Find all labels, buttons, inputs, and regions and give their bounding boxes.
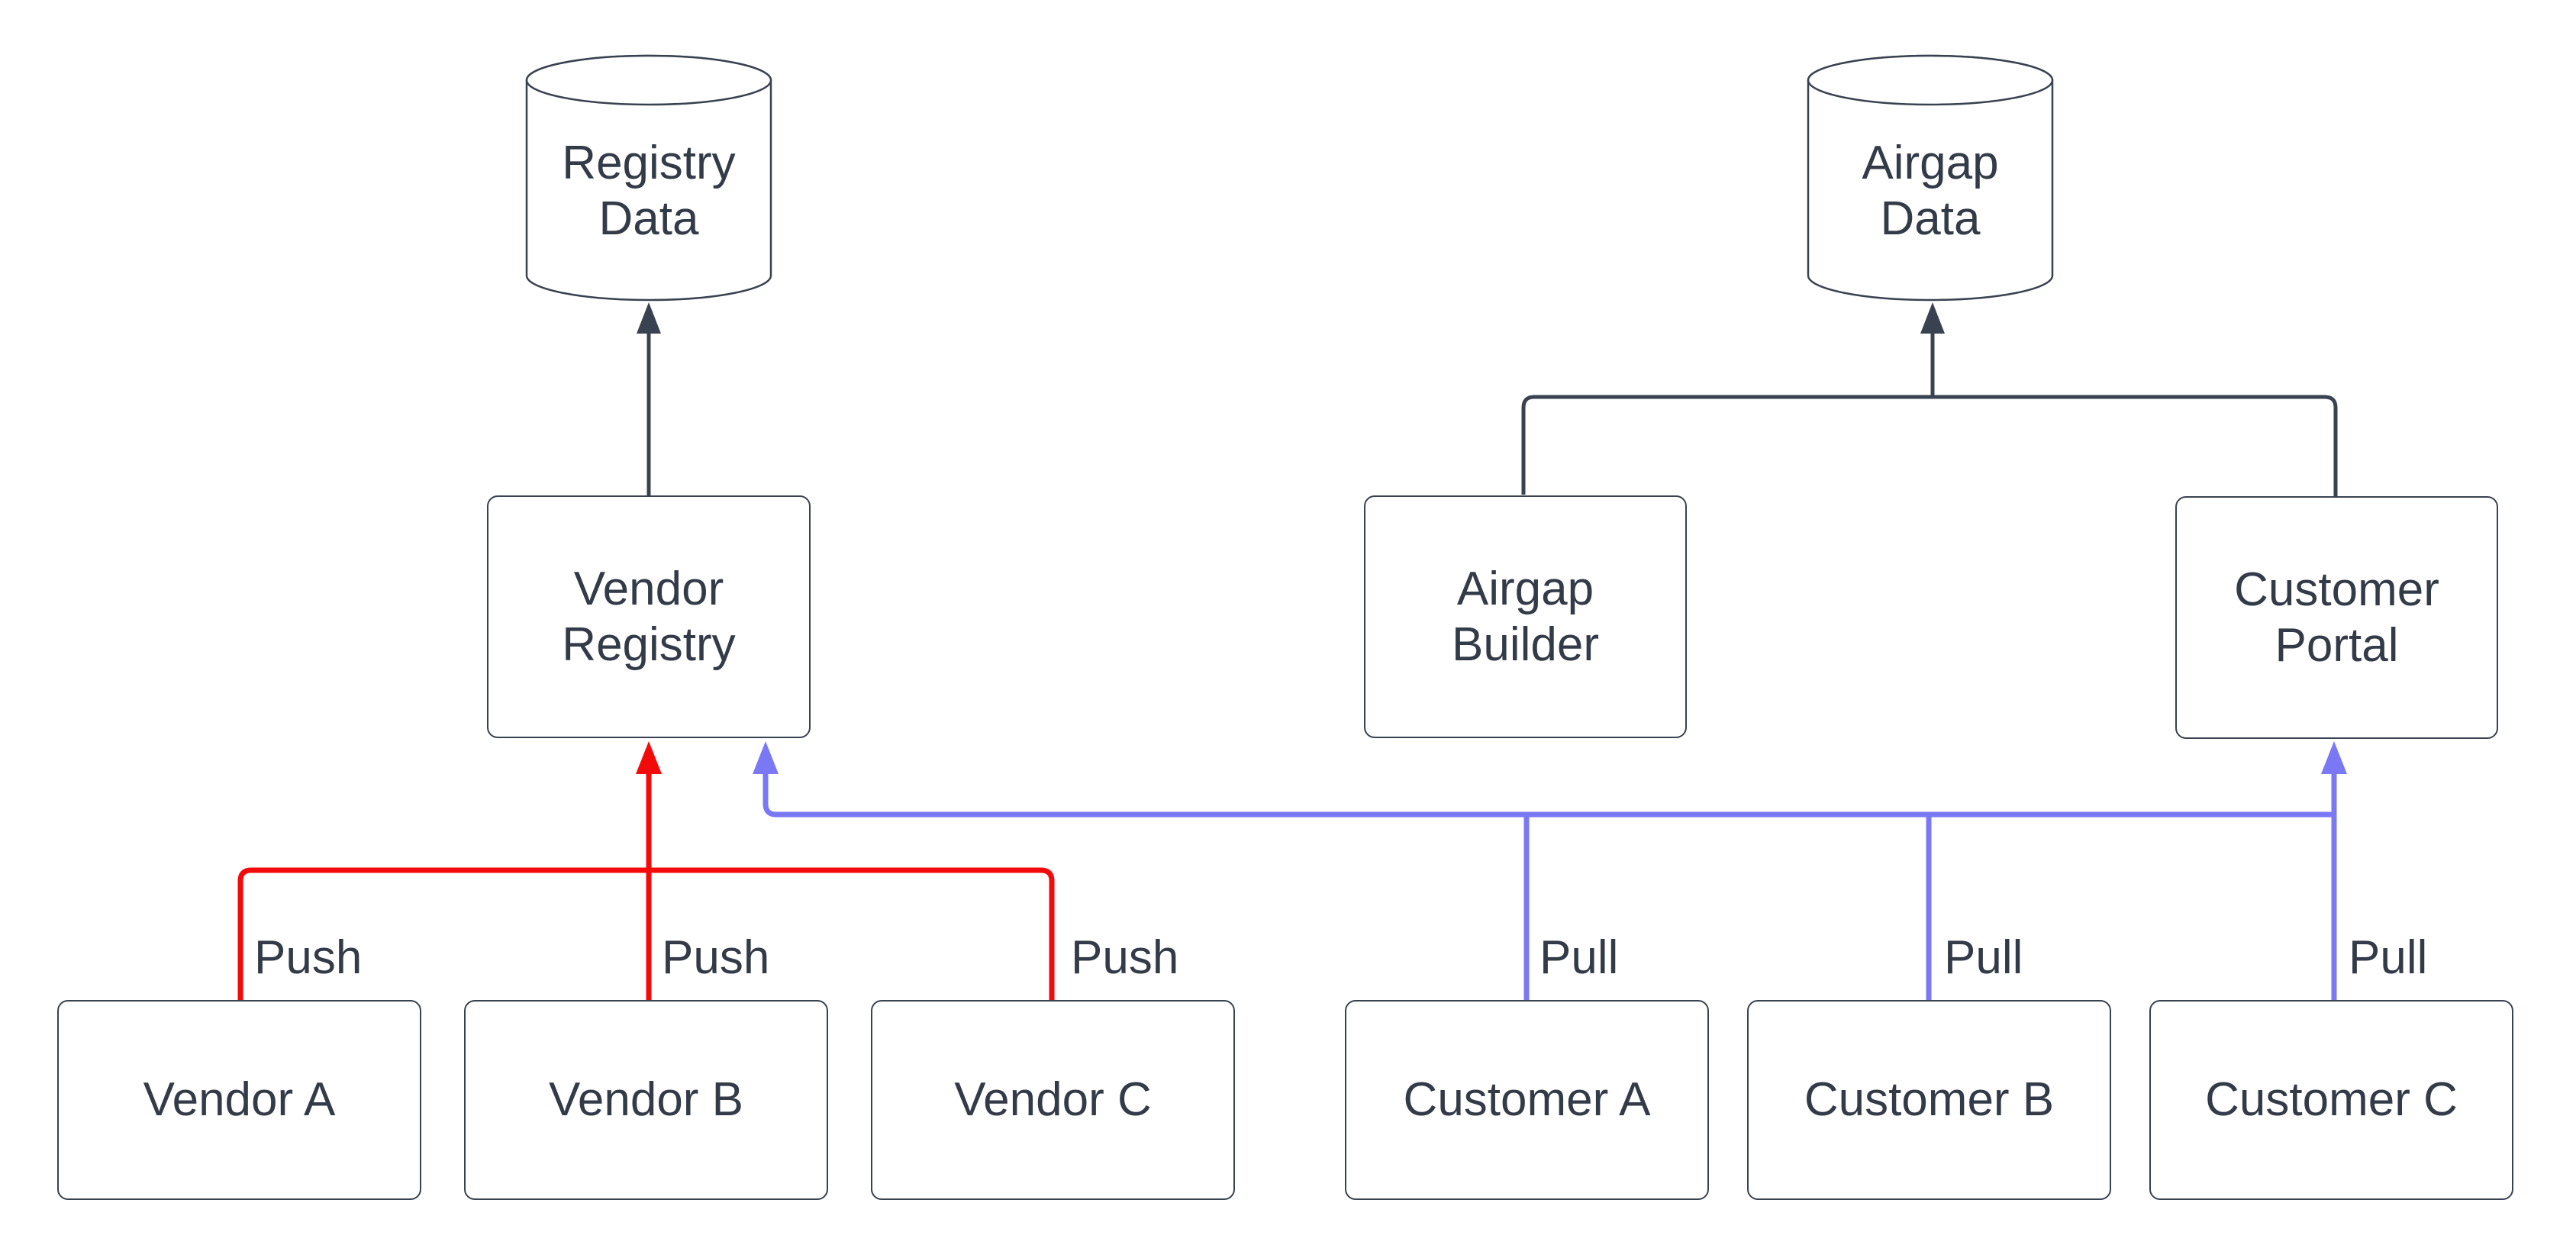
customer-b-node[interactable]: Customer B	[1747, 1000, 2111, 1200]
customer-b-label: Customer B	[1804, 1073, 2055, 1127]
vendor-c-node[interactable]: Vendor C	[871, 1000, 1235, 1200]
edge-pull-arrowhead-customer-portal	[2321, 741, 2347, 774]
airgap-data-cylinder-rim	[1807, 54, 2054, 106]
push-label-vendor-a[interactable]: Push	[254, 931, 363, 984]
airgap-data-label: Airgap Data	[1862, 136, 1999, 245]
customer-portal-label: Customer Portal	[2234, 563, 2439, 672]
edge-push-arrowhead-vendor-registry	[636, 741, 662, 774]
registry-data-cylinder-rim	[525, 54, 772, 106]
pull-label-customer-a[interactable]: Pull	[1539, 931, 1619, 984]
customer-a-node[interactable]: Customer A	[1345, 1000, 1709, 1200]
customer-c-node[interactable]: Customer C	[2149, 1000, 2513, 1200]
push-label-vendor-b[interactable]: Push	[662, 931, 770, 984]
vendor-b-node[interactable]: Vendor B	[464, 1000, 828, 1200]
vendor-a-node[interactable]: Vendor A	[57, 1000, 421, 1200]
pull-label-customer-b[interactable]: Pull	[1944, 931, 2023, 984]
edge-airgap-data-arrowhead	[1920, 302, 1945, 334]
edge-customers-to-vendor-registry-trunk[interactable]	[762, 773, 2334, 818]
airgap-data-node[interactable]: Airgap Data	[1808, 107, 2052, 275]
edge-pull-arrowhead-vendor-registry	[753, 741, 779, 774]
edge-vendor-a-and-vendor-c-push-branch[interactable]	[237, 867, 1055, 1000]
vendor-b-label: Vendor B	[548, 1073, 744, 1127]
airgap-builder-node[interactable]: Airgap Builder	[1364, 495, 1687, 738]
edge-airgap-builder-to-airgap-data[interactable]	[1521, 395, 1933, 495]
customer-c-label: Customer C	[2205, 1073, 2458, 1127]
customer-a-label: Customer A	[1403, 1073, 1651, 1127]
pull-label-customer-c[interactable]: Pull	[2349, 931, 2428, 984]
edge-vendor-registry-to-registry-data-arrowhead	[637, 302, 661, 334]
vendor-c-label: Vendor C	[954, 1073, 1152, 1127]
edge-customer-portal-to-airgap-data[interactable]	[1933, 395, 2338, 496]
registry-data-label: Registry Data	[562, 136, 736, 245]
customer-portal-node[interactable]: Customer Portal	[2175, 496, 2498, 739]
vendor-registry-node[interactable]: Vendor Registry	[487, 495, 811, 738]
airgap-builder-label: Airgap Builder	[1452, 562, 1599, 671]
push-label-vendor-c[interactable]: Push	[1071, 931, 1179, 984]
vendor-a-label: Vendor A	[143, 1073, 336, 1127]
vendor-registry-label: Vendor Registry	[562, 562, 736, 671]
registry-data-node[interactable]: Registry Data	[527, 107, 771, 275]
